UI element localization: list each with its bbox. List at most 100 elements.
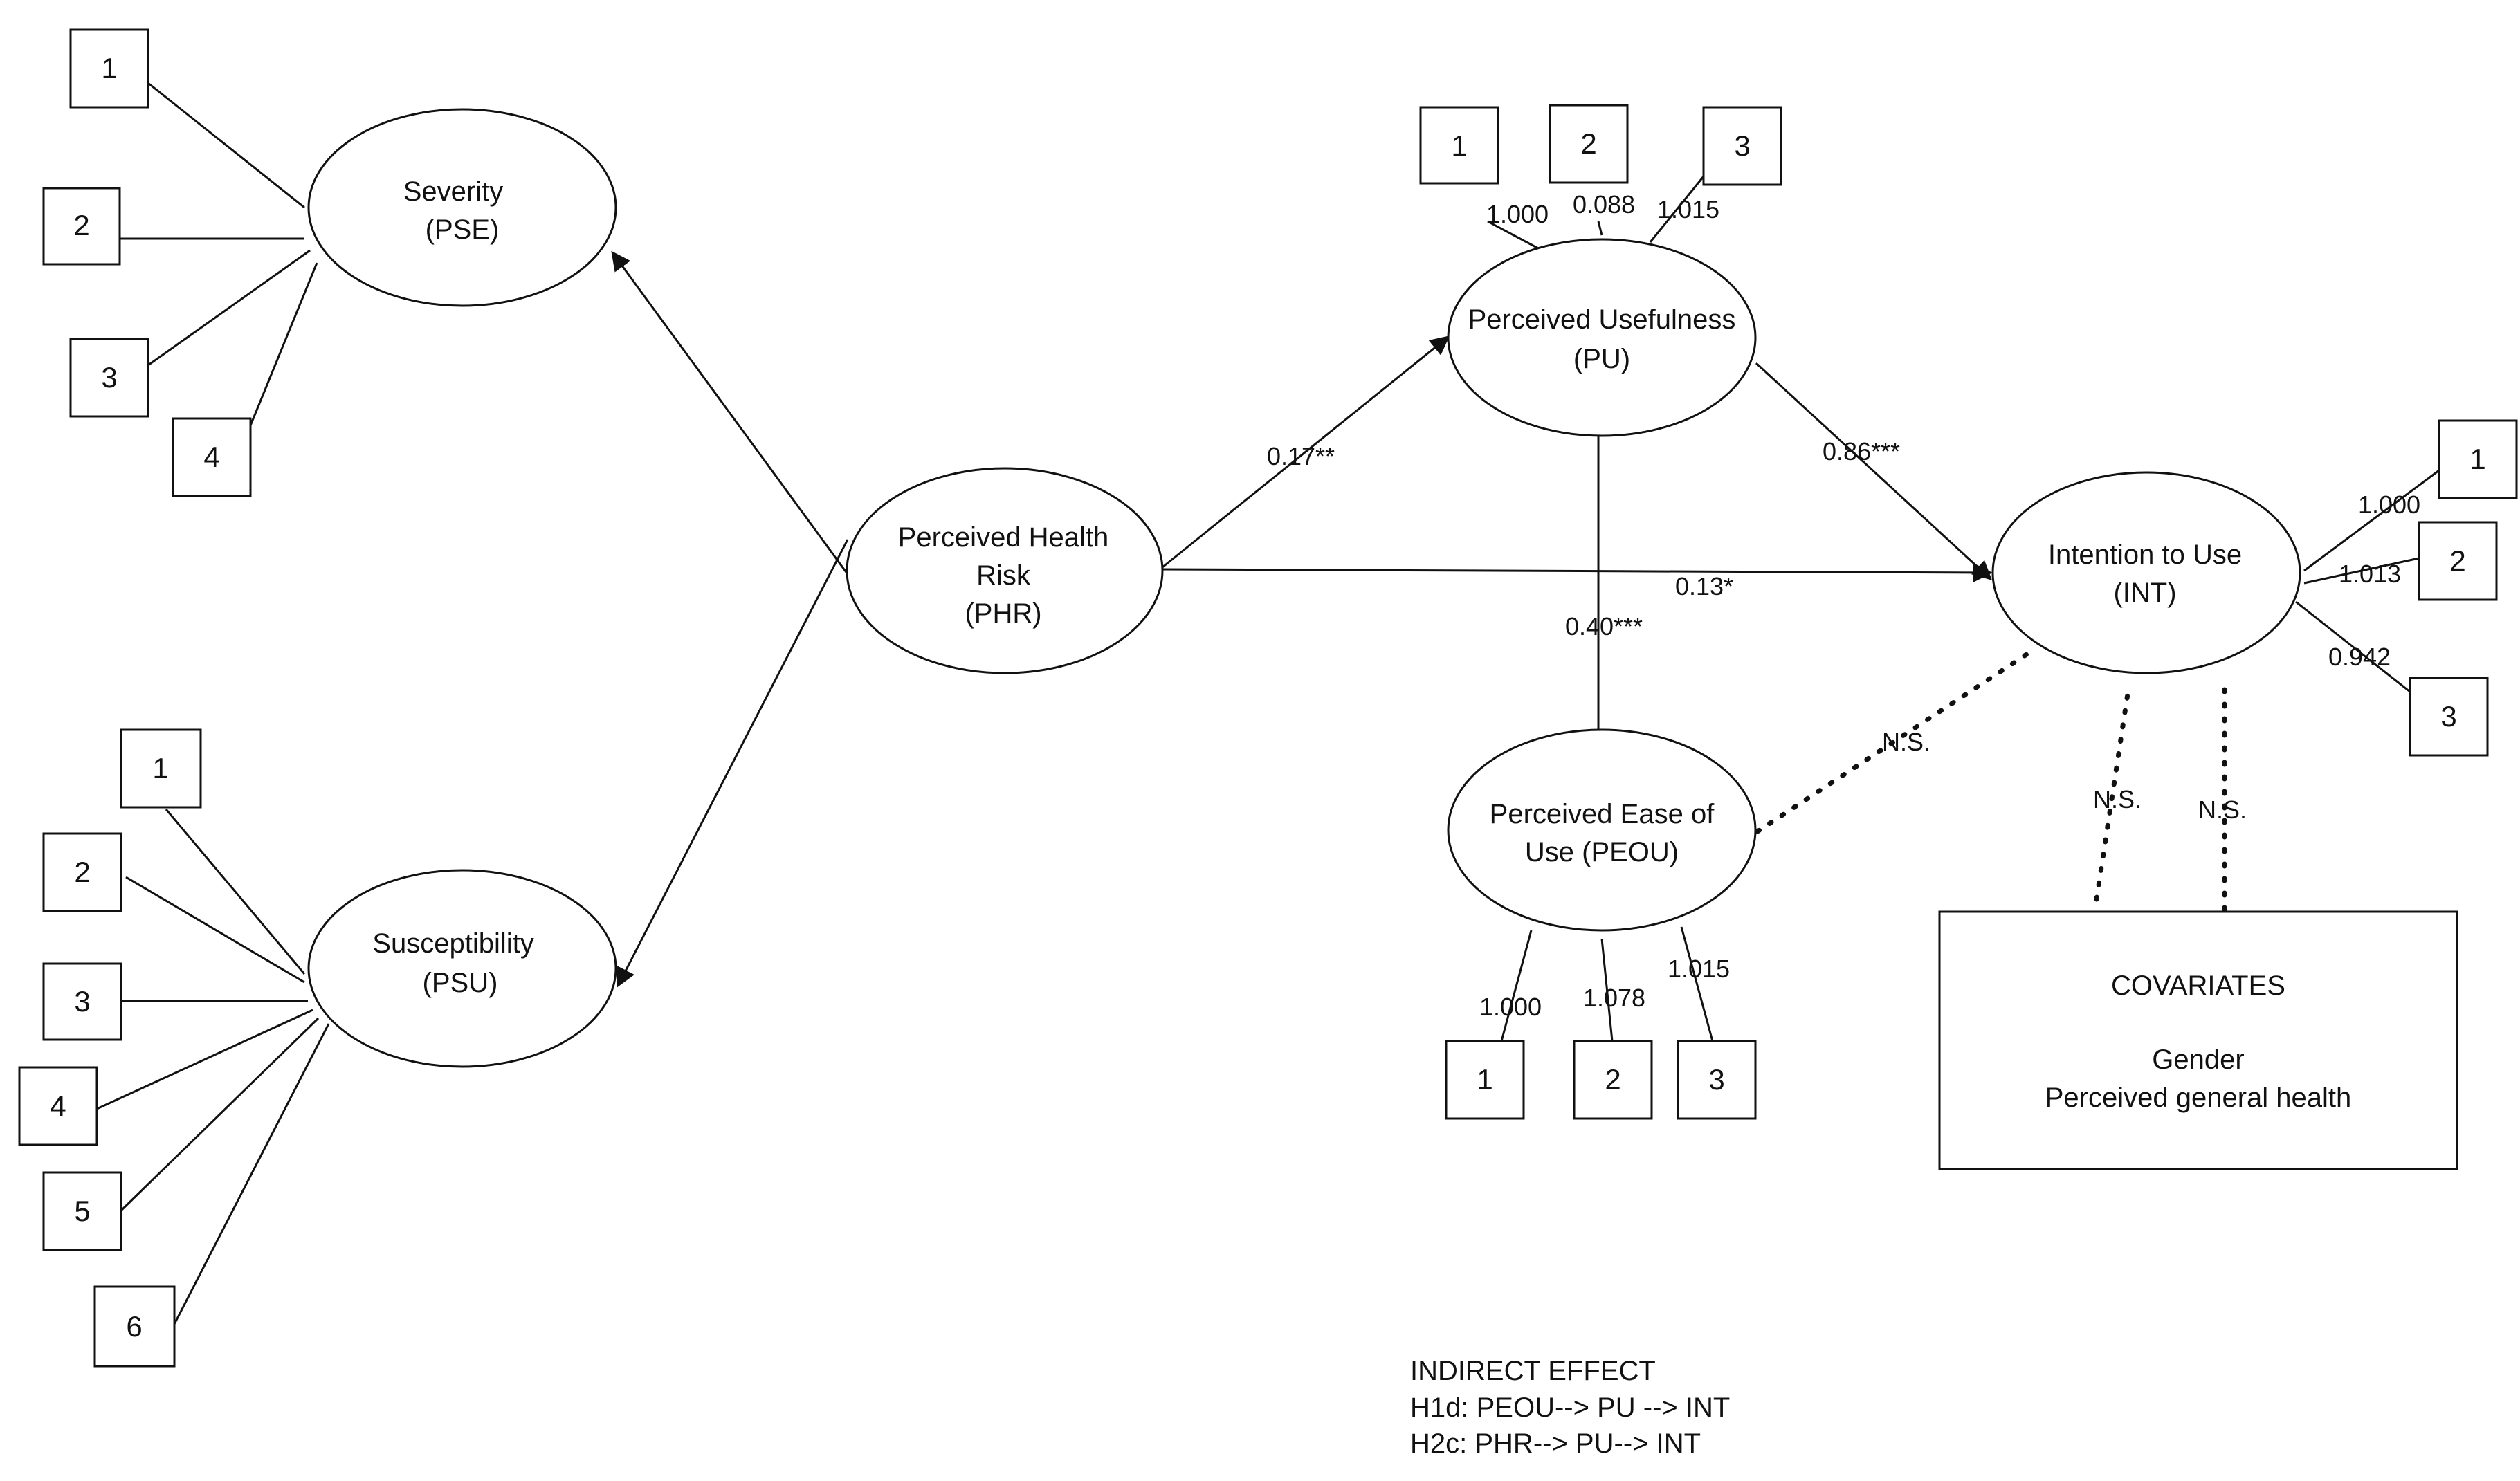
phr-to-psu-arrow xyxy=(617,539,849,988)
phr-int-coefficient: 0.13* xyxy=(1675,572,1733,600)
pu-indicator-2-link xyxy=(1597,221,1603,236)
pu-indicator-3-link xyxy=(1649,176,1705,243)
construct-label-line-2: Use (PEOU) xyxy=(1525,837,1679,867)
peou-indicator-box: 2 xyxy=(1573,1040,1653,1120)
indicator-label: 6 xyxy=(126,1310,142,1343)
construct-perceived-usefulness: Perceived Usefulness (PU) xyxy=(1447,238,1757,437)
pse-indicator-box: 1 xyxy=(69,28,149,109)
peou-int-ns-label: N.S. xyxy=(1882,728,1930,756)
int-indicator-3-link xyxy=(2295,600,2411,693)
psu-indicator-box: 1 xyxy=(120,728,202,809)
peou-loading-label: 1.078 xyxy=(1583,984,1645,1012)
indicator-label: 3 xyxy=(101,361,117,394)
psu-indicator-box: 5 xyxy=(42,1171,122,1251)
pse-indicator-box: 3 xyxy=(69,338,149,418)
construct-perceived-ease-of-use: Perceived Ease of Use (PEOU) xyxy=(1447,728,1757,932)
indicator-label: 1 xyxy=(1451,129,1467,162)
construct-intention-to-use: Intention to Use (INT) xyxy=(1991,471,2301,674)
peou-loading-label: 1.000 xyxy=(1479,993,1542,1021)
pu-indicator-box: 3 xyxy=(1702,106,1782,186)
pu-indicator-1-link xyxy=(1487,220,1540,250)
psu-indicator-1-link xyxy=(165,809,306,975)
construct-label-line-2: (INT) xyxy=(2113,578,2176,608)
construct-label-line-1: Perceived Health xyxy=(898,522,1109,553)
construct-label-line-2: (PU) xyxy=(1573,344,1630,374)
psu-indicator-2-link xyxy=(125,876,305,984)
pu-loading-label: 0.088 xyxy=(1573,190,1635,219)
construct-label-line-2: (PSE) xyxy=(426,214,500,245)
construct-severity: Severity (PSE) xyxy=(307,108,617,307)
pse-indicator-1-link xyxy=(147,82,305,209)
indirect-effect-line: H1d: PEOU--> PU --> INT xyxy=(1410,1392,1730,1423)
indicator-label: 1 xyxy=(1477,1063,1492,1096)
indicator-label: 2 xyxy=(74,856,90,888)
peou-indicator-3-link xyxy=(1680,926,1714,1042)
peou-loading-label: 1.015 xyxy=(1668,955,1730,983)
int-loading-label: 1.013 xyxy=(2339,560,2401,588)
pu-indicator-box: 2 xyxy=(1549,104,1629,184)
covariates-int-ns-label-2: N.S. xyxy=(2198,795,2247,824)
pse-indicator-4-link xyxy=(249,262,318,426)
indicator-label: 2 xyxy=(1605,1063,1620,1096)
pse-indicator-box: 2 xyxy=(42,187,121,266)
pu-loading-label: 1.000 xyxy=(1486,200,1549,228)
indicator-label: 1 xyxy=(2469,443,2485,475)
covariate-item: Gender xyxy=(2152,1045,2244,1075)
int-indicator-2-link xyxy=(2303,557,2420,585)
peou-indicator-1-link xyxy=(1500,930,1533,1042)
indicator-label: 5 xyxy=(74,1195,90,1227)
psu-indicator-5-link xyxy=(120,1017,320,1212)
construct-susceptibility: Susceptibility (PSU) xyxy=(307,869,617,1068)
construct-label-line-3: (PHR) xyxy=(965,598,1041,629)
construct-label-line-1: Severity xyxy=(403,176,504,207)
indicator-label: 3 xyxy=(74,985,90,1018)
construct-label-line-1: Perceived Usefulness xyxy=(1468,304,1736,335)
int-indicator-1-link xyxy=(2303,469,2440,572)
psu-indicator-6-link xyxy=(172,1023,330,1327)
peou-indicator-box: 3 xyxy=(1677,1040,1757,1120)
pse-indicator-3-link xyxy=(147,249,311,367)
int-loading-label: 1.000 xyxy=(2358,490,2420,519)
indicator-label: 3 xyxy=(1734,129,1750,162)
indicator-label: 3 xyxy=(2440,700,2456,733)
pu-to-int-arrow xyxy=(1755,362,1993,580)
int-loading-label: 0.942 xyxy=(2328,643,2391,671)
psu-indicator-box: 4 xyxy=(18,1066,98,1146)
phr-to-pse-arrow xyxy=(611,250,849,575)
covariate-item: Perceived general health xyxy=(2045,1083,2352,1113)
psu-indicator-box: 2 xyxy=(42,832,122,912)
peou-indicator-2-link xyxy=(1600,938,1614,1042)
covariates-box: COVARIATES Gender Perceived general heal… xyxy=(1938,910,2458,1170)
construct-perceived-health-risk: Perceived Health Risk (PHR) xyxy=(846,467,1164,674)
peou-pu-coefficient: 0.40*** xyxy=(1565,612,1643,641)
psu-indicator-box: 3 xyxy=(42,962,122,1041)
construct-label-line-1: Susceptibility xyxy=(372,928,533,959)
int-indicator-box: 3 xyxy=(2409,677,2489,757)
peou-int-dotted-path xyxy=(1755,647,2036,834)
indicator-label: 4 xyxy=(203,441,219,473)
phr-pu-coefficient: 0.17** xyxy=(1267,442,1335,470)
peou-indicator-box: 1 xyxy=(1445,1040,1525,1120)
indicator-label: 4 xyxy=(50,1089,66,1122)
covariates-int-ns-label-1: N.S. xyxy=(2093,785,2142,813)
int-indicator-box: 1 xyxy=(2438,419,2518,499)
construct-label-line-2: (PSU) xyxy=(423,968,498,998)
indirect-effect-title: INDIRECT EFFECT xyxy=(1410,1356,1656,1386)
indicator-label: 2 xyxy=(1580,127,1596,160)
covariates-title: COVARIATES xyxy=(2111,971,2285,1001)
pu-indicator-box: 1 xyxy=(1419,106,1499,185)
pu-int-coefficient: 0.86*** xyxy=(1823,437,1900,466)
indirect-effect-note: INDIRECT EFFECT H1d: PEOU--> PU --> INT … xyxy=(1410,1356,1730,1459)
psu-indicator-box: 6 xyxy=(93,1285,176,1368)
indicator-label: 1 xyxy=(101,52,117,84)
indicator-label: 3 xyxy=(1708,1063,1724,1096)
construct-label-line-1: Perceived Ease of xyxy=(1490,799,1715,829)
indicator-label: 2 xyxy=(73,209,89,241)
construct-label-line-2: Risk xyxy=(976,560,1031,591)
indirect-effect-line: H2c: PHR--> PU--> INT xyxy=(1410,1428,1701,1459)
int-indicator-box: 2 xyxy=(2418,521,2498,601)
phr-to-pu-arrow xyxy=(1162,335,1450,569)
indicator-label: 1 xyxy=(152,752,168,784)
pse-indicator-box: 4 xyxy=(172,417,252,497)
